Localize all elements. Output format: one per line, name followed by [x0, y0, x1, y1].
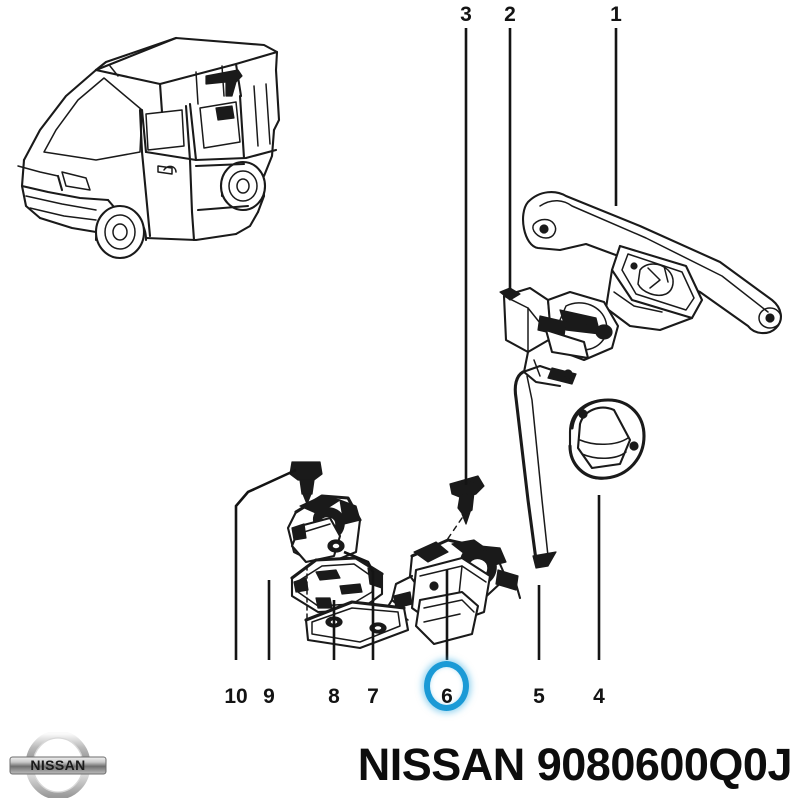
- part-2-lock-actuator-motor: [499, 286, 620, 388]
- callout-label-6[interactable]: 6: [441, 685, 453, 708]
- callout-label-3[interactable]: 3: [460, 3, 472, 26]
- leader-lines: [234, 28, 618, 660]
- part-number-caption: NISSAN 9080600Q0J: [357, 739, 793, 790]
- nissan-logo: NISSAN: [6, 730, 110, 800]
- parts-diagram-canvas: .ln { fill:none; stroke:#1a1a1a; stroke-…: [17, 28, 782, 660]
- part-4-lock-cover-cap: [568, 398, 646, 480]
- callout-label-4[interactable]: 4: [593, 685, 605, 708]
- callout-label-9[interactable]: 9: [263, 685, 275, 708]
- callout-label-1[interactable]: 1: [610, 3, 622, 26]
- part-5-connecting-rod-linkage: [513, 364, 557, 569]
- svg-text:NISSAN: NISSAN: [30, 757, 85, 773]
- part-1-exterior-door-handle: [522, 191, 782, 335]
- part-9-striker-body: [286, 494, 362, 568]
- leader-line-10: [234, 468, 297, 660]
- callout-label-5[interactable]: 5: [533, 685, 545, 708]
- callout-label-8[interactable]: 8: [328, 685, 340, 708]
- callout-label-7[interactable]: 7: [367, 685, 379, 708]
- part-6-door-lock-latch-assembly: [380, 517, 522, 646]
- footer-bar: NISSAN NISSAN 9080600Q0J: [0, 730, 800, 800]
- callout-label-10[interactable]: 10: [224, 685, 248, 708]
- leader-line-7: [343, 550, 375, 660]
- callout-label-2[interactable]: 2: [504, 3, 516, 26]
- part-3-retaining-screw-rivet: [449, 475, 485, 525]
- van-illustration: [17, 36, 281, 260]
